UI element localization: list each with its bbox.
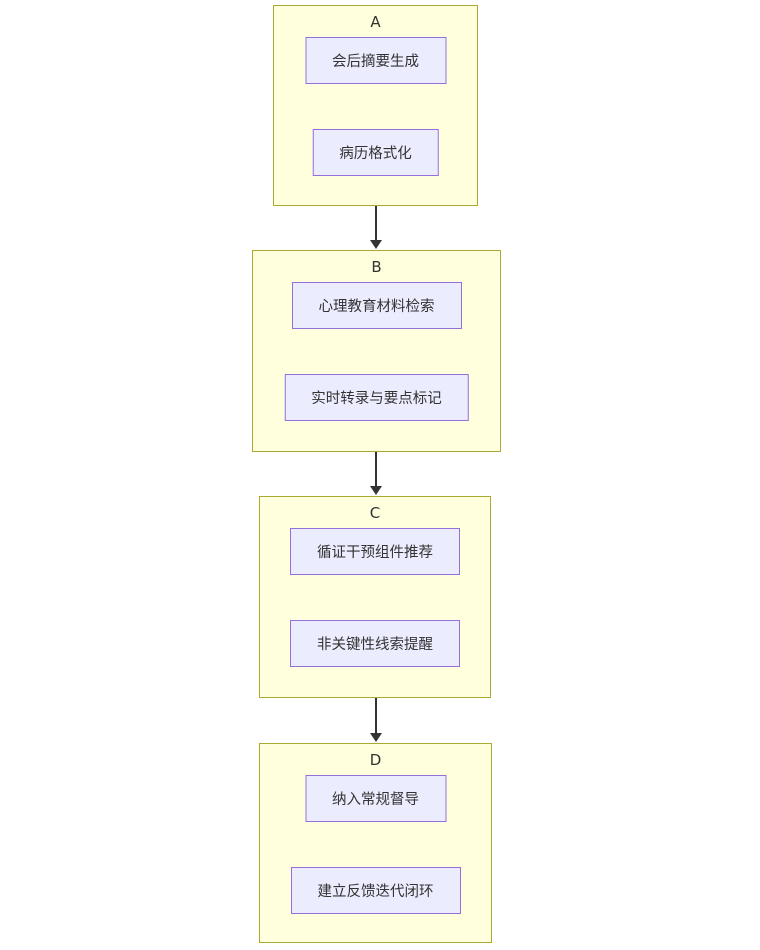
arrowhead-down-icon <box>370 486 382 495</box>
node-realtime-transcription: 实时转录与要点标记 <box>284 374 469 421</box>
cluster-a-label: A <box>370 13 381 31</box>
cluster-b-label: B <box>371 258 382 276</box>
arrowhead-down-icon <box>370 240 382 249</box>
edge-c-to-d-line <box>375 698 377 734</box>
node-evidence-component-recommendation: 循证干预组件推荐 <box>290 528 460 575</box>
node-feedback-iteration-loop: 建立反馈迭代闭环 <box>290 867 461 914</box>
edge-b-to-c-line <box>375 452 377 487</box>
node-meeting-summary: 会后摘要生成 <box>305 37 446 84</box>
cluster-d-label: D <box>369 751 382 769</box>
node-routine-supervision: 纳入常规督导 <box>305 775 446 822</box>
edge-a-to-b-line <box>375 206 377 241</box>
node-psychoeducation-retrieval: 心理教育材料检索 <box>291 282 462 329</box>
cluster-b: B 心理教育材料检索 实时转录与要点标记 <box>252 250 501 452</box>
cluster-c-label: C <box>369 504 381 522</box>
arrowhead-down-icon <box>370 733 382 742</box>
cluster-a: A 会后摘要生成 病历格式化 <box>273 5 478 206</box>
node-record-formatting: 病历格式化 <box>312 129 439 176</box>
node-noncritical-cue-reminder: 非关键性线索提醒 <box>290 620 460 667</box>
cluster-d: D 纳入常规督导 建立反馈迭代闭环 <box>259 743 492 943</box>
cluster-c: C 循证干预组件推荐 非关键性线索提醒 <box>259 496 491 698</box>
